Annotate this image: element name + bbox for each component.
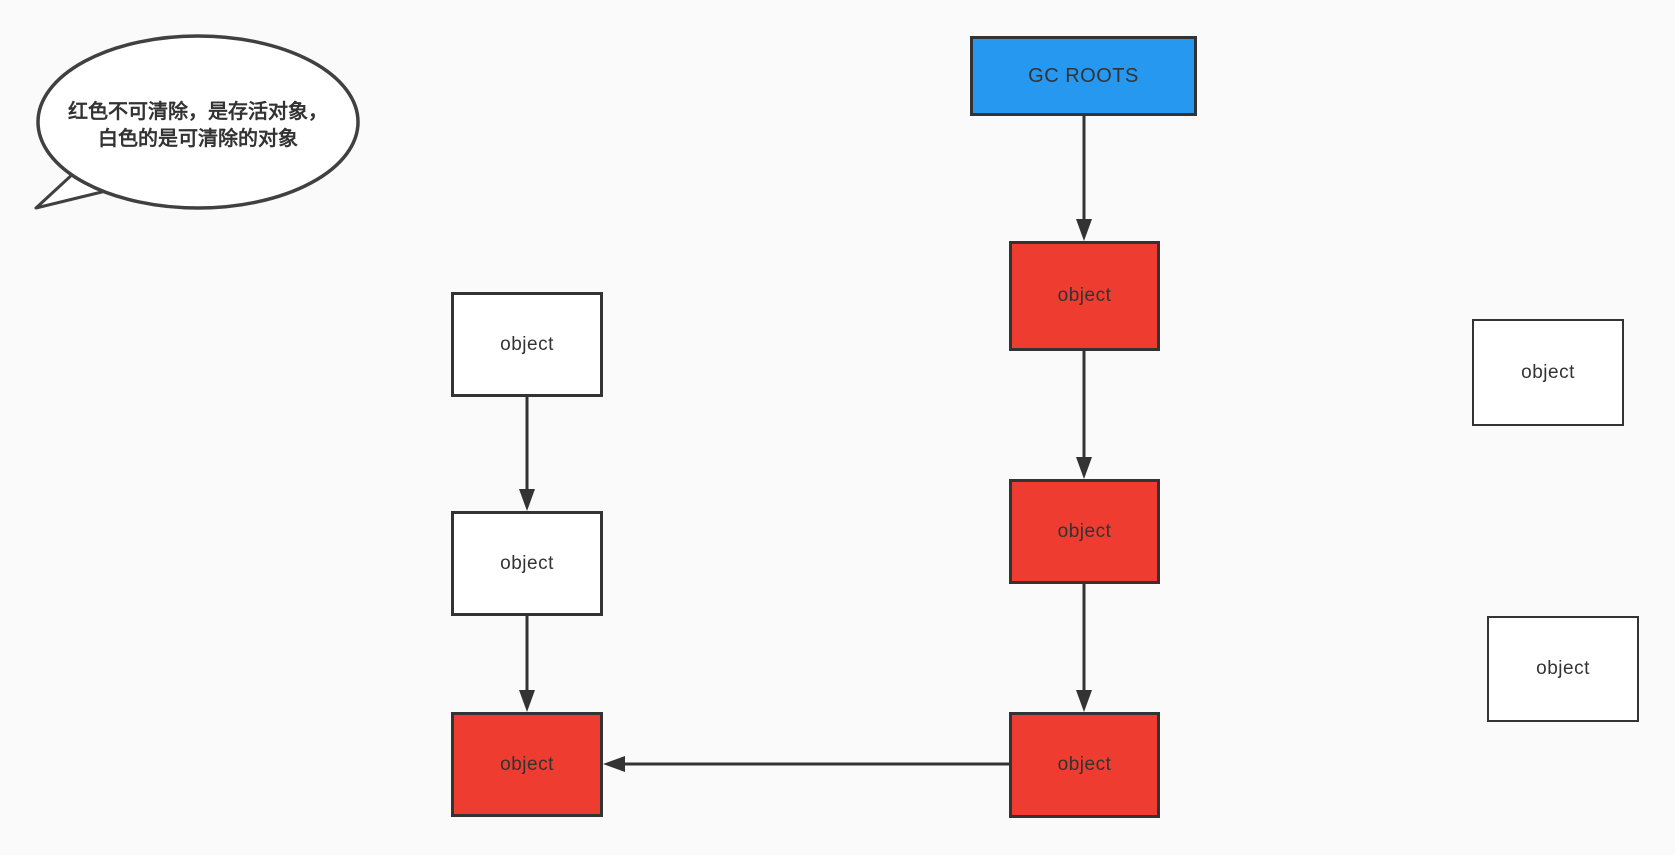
live-object-label-4: object (500, 753, 554, 775)
live-object-label-2: object (1057, 520, 1112, 542)
speech-bubble-note: 红色不可清除，是存活对象， 白色的是可清除的对象 (38, 99, 358, 153)
arrowhead-gcroots-to-object1 (1076, 219, 1092, 241)
live-object-node-2: object (1009, 479, 1160, 584)
arrowhead-leftwhite2-to-leftred (519, 690, 535, 712)
live-object-node-3: object (1009, 712, 1160, 818)
bubble-note-line-2: 白色的是可清除的对象 (98, 128, 298, 150)
arrowhead-leftwhite1-to-leftwhite2 (519, 489, 535, 511)
collectible-object-node-2: object (451, 511, 603, 616)
collectible-object-label-2: object (500, 552, 554, 574)
collectible-object-node-1: object (451, 292, 603, 397)
collectible-object-label-1: object (500, 333, 554, 355)
live-object-node-1: object (1009, 241, 1160, 351)
live-object-label-3: object (1057, 754, 1112, 775)
gc-roots-node: GC ROOTS (970, 36, 1197, 116)
arrowhead-object3-to-leftred (603, 756, 625, 772)
speech-bubble (36, 34, 360, 210)
collectible-object-node-3: object (1472, 319, 1624, 426)
live-object-node-4: object (451, 712, 603, 817)
bubble-note-line-1: 红色不可清除，是存活对象， (68, 101, 328, 123)
collectible-object-node-4: object (1487, 616, 1639, 722)
collectible-object-label-3: object (1521, 361, 1575, 383)
arrowhead-object1-to-object2 (1076, 457, 1092, 479)
live-object-label-1: object (1057, 285, 1112, 306)
gc-roots-label: GC ROOTS (1028, 64, 1139, 87)
collectible-object-label-4: object (1536, 658, 1590, 679)
arrowhead-object2-to-object3 (1076, 690, 1092, 712)
